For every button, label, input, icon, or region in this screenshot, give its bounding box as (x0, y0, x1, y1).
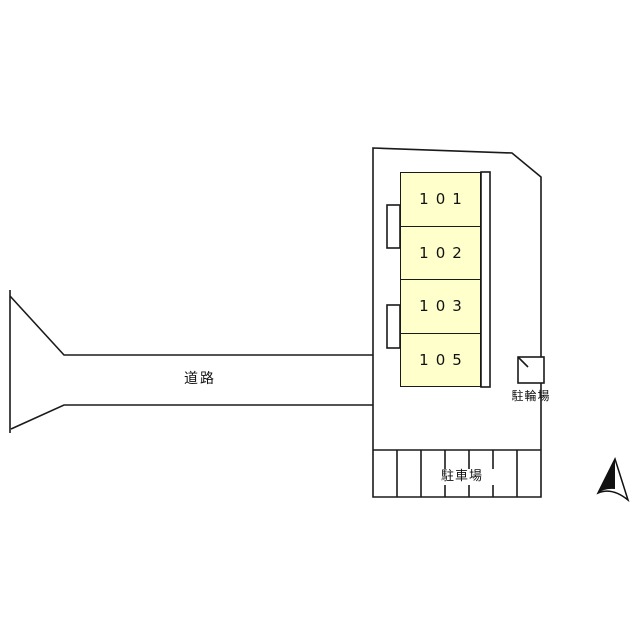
car-parking-label: 駐車場 (425, 469, 499, 485)
stair-block-top (386, 204, 401, 249)
balcony-strip (480, 171, 491, 388)
stair-block-bottom (386, 304, 401, 349)
room-cell-102: 102 (401, 225, 480, 279)
bicycle-parking-label: 駐輪場 (511, 389, 551, 403)
road-label: 道路 (184, 371, 216, 387)
bicycle-parking-square (517, 356, 545, 384)
room-cell-103: 103 (401, 279, 480, 333)
road-edge-bottom (10, 404, 373, 430)
apartment-building: 101 102 103 105 (400, 172, 481, 387)
room-cell-101: 101 (401, 173, 480, 226)
room-cell-105: 105 (401, 332, 480, 386)
road-edge-top (9, 295, 373, 356)
north-arrow-icon (596, 457, 630, 503)
room-number: 105 (419, 350, 469, 369)
room-number: 102 (419, 243, 469, 262)
room-number: 101 (419, 190, 469, 209)
room-number: 103 (419, 297, 469, 316)
